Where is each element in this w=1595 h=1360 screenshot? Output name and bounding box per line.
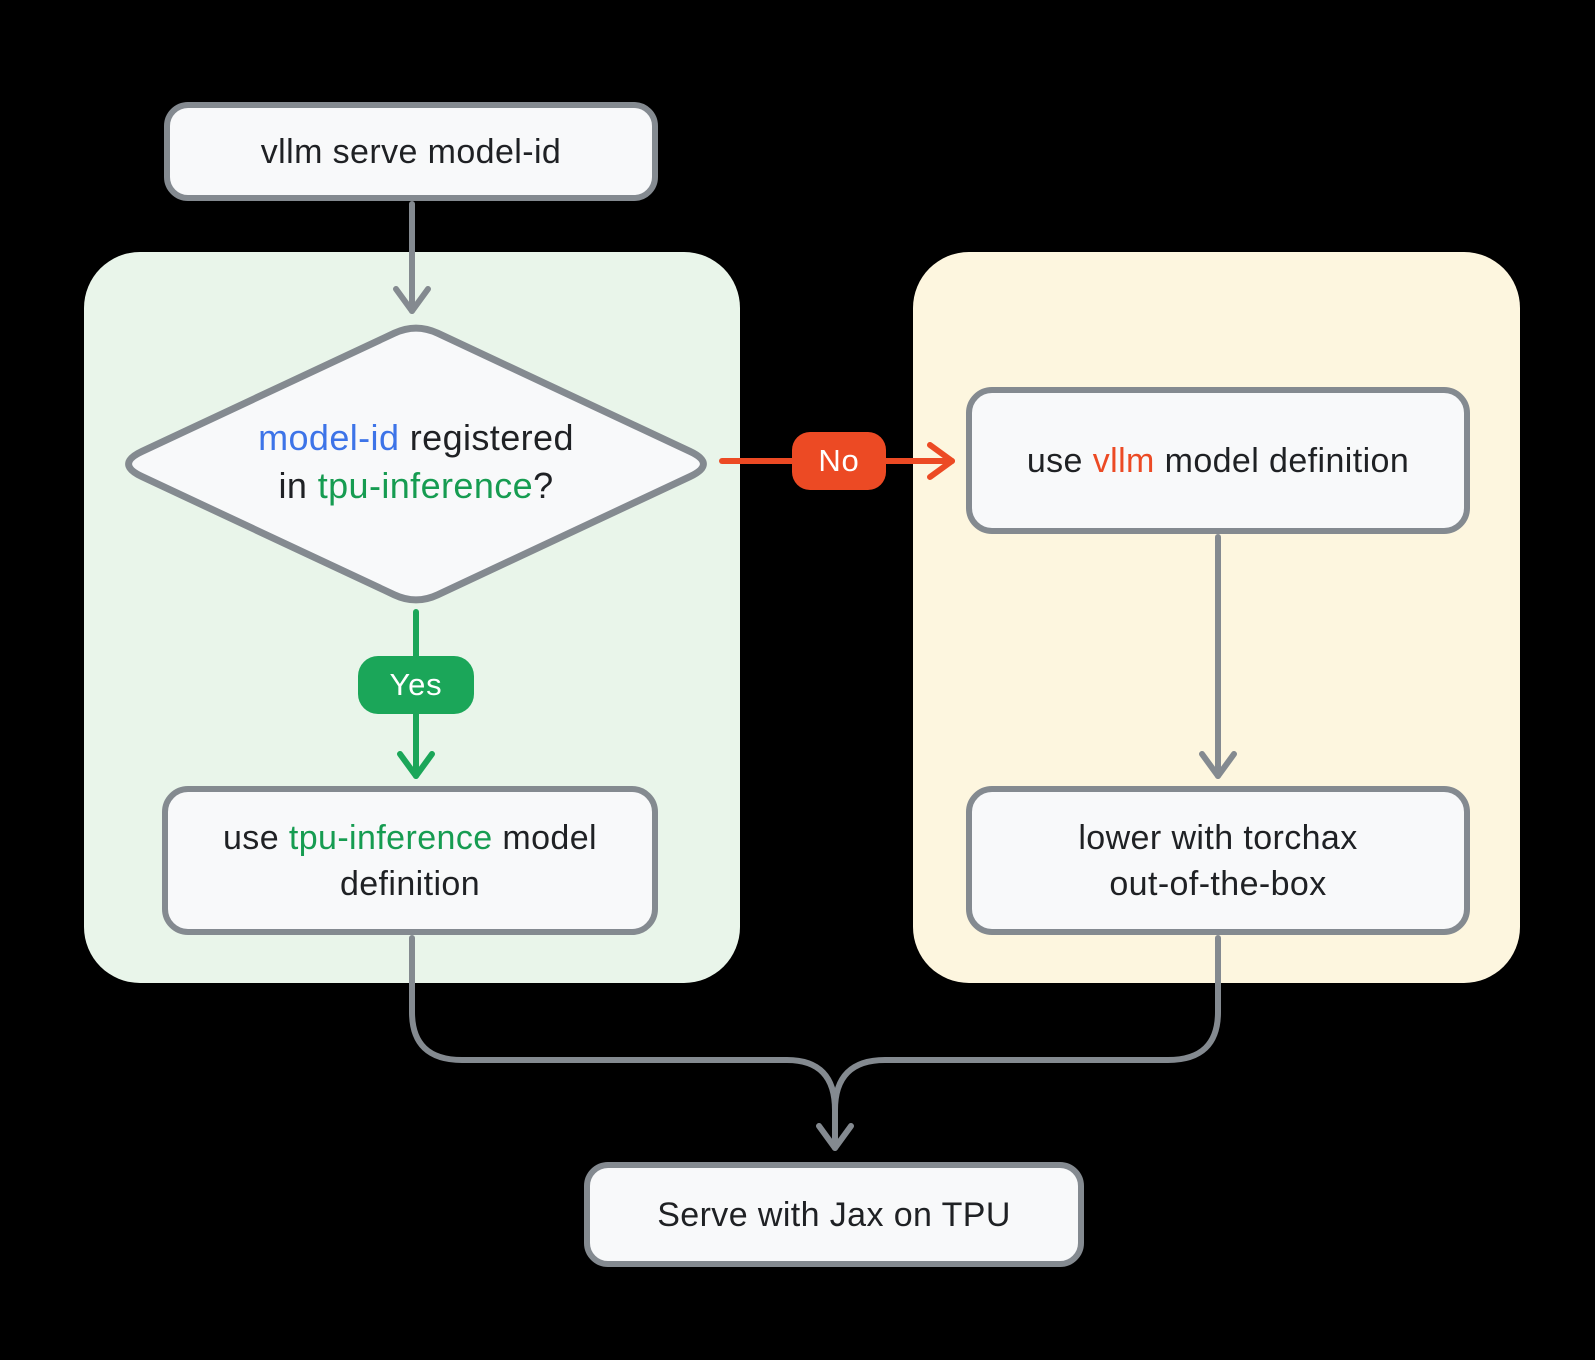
model-text: model	[492, 818, 597, 857]
no-badge: No	[792, 432, 886, 490]
vllm-model-box-label: use vllm model definition	[1027, 438, 1409, 484]
serve-node: Serve with Jax on TPU	[584, 1162, 1084, 1267]
use-text: use	[1026, 441, 1093, 480]
vllm-model-box: use vllm model definition	[966, 387, 1470, 534]
vllm-text: vllm	[1092, 441, 1155, 480]
tpu-model-box: use tpu-inference model definition	[162, 786, 658, 935]
no-badge-label: No	[818, 443, 860, 478]
model-id-text: model-id	[258, 417, 400, 458]
question-mark-text: ?	[533, 465, 554, 506]
tpu-inference-text: tpu-inference	[288, 818, 493, 857]
decision-label: model-id registered in tpu-inference?	[116, 412, 716, 512]
registered-text: registered	[399, 417, 574, 458]
start-node: vllm serve model-id	[164, 102, 658, 201]
edge-torchax-to-serve	[832, 935, 1221, 1113]
start-node-label: vllm serve model-id	[260, 132, 562, 171]
tpu-inference-text: tpu-inference	[317, 465, 534, 506]
torchax-box-line1: lower with torchax	[1078, 818, 1358, 857]
decision-label-line1: model-id registered	[258, 414, 574, 462]
use-text: use	[223, 818, 289, 857]
torchax-box-label: lower with torchax out-of-the-box	[1078, 815, 1357, 907]
serve-node-label: Serve with Jax on TPU	[657, 1195, 1011, 1234]
decision-label-line2: in tpu-inference?	[279, 462, 554, 510]
yes-badge-label: Yes	[389, 667, 443, 702]
decision-diamond-shape	[125, 324, 707, 604]
in-text: in	[278, 465, 318, 506]
definition-text: definition	[339, 864, 481, 903]
torchax-box: lower with torchax out-of-the-box	[966, 786, 1470, 935]
torchax-box-line2: out-of-the-box	[1109, 864, 1327, 903]
model-definition-text: model definition	[1154, 441, 1410, 480]
tpu-model-box-label: use tpu-inference model definition	[223, 815, 597, 907]
yes-badge: Yes	[358, 656, 474, 714]
tpu-model-box-line1: use tpu-inference model	[223, 815, 597, 861]
tpu-model-box-line2: definition	[223, 861, 597, 907]
edge-tpu-to-serve	[409, 935, 854, 1151]
